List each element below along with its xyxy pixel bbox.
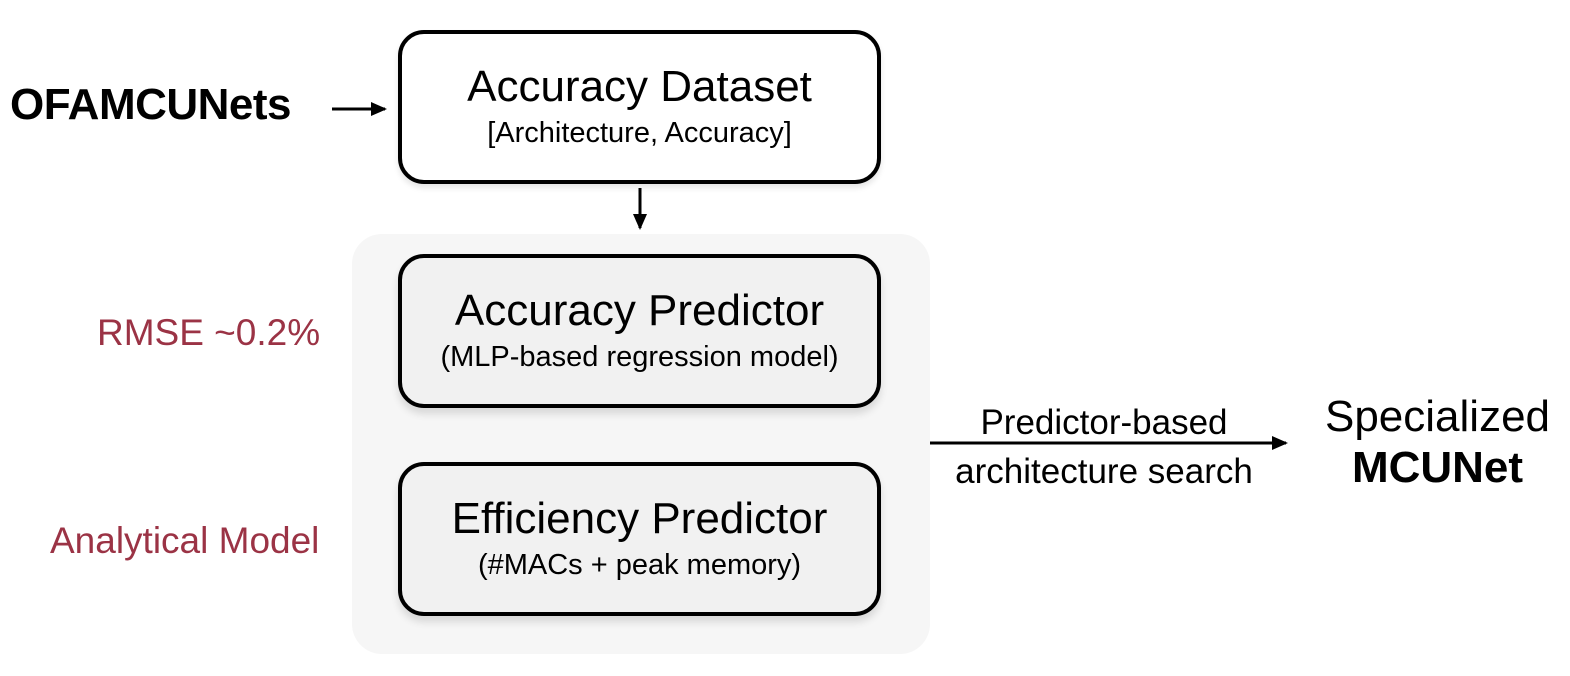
output-label-line1: Specialized: [1324, 392, 1551, 441]
accuracy-predictor-title: Accuracy Predictor: [454, 285, 825, 335]
output-label: Specialized MCUNet: [1310, 392, 1565, 493]
accuracy-predictor-annotation: RMSE ~0.2%: [97, 312, 321, 353]
search-label-line1: Predictor-based: [980, 403, 1228, 442]
accuracy-dataset-title: Accuracy Dataset: [467, 61, 812, 111]
efficiency-predictor-title: Efficiency Predictor: [451, 493, 828, 543]
output-label-line2: MCUNet: [1351, 442, 1524, 492]
accuracy-dataset-subtitle: [Architecture, Accuracy]: [487, 117, 792, 150]
efficiency-predictor-annotation: Analytical Model: [50, 520, 320, 561]
efficiency-predictor-box: Efficiency Predictor (#MACs + peak memor…: [398, 462, 881, 616]
efficiency-predictor-subtitle: (#MACs + peak memory): [477, 549, 802, 582]
search-label-line2: architecture search: [955, 452, 1253, 491]
accuracy-predictor-box: Accuracy Predictor (MLP-based regression…: [398, 254, 881, 408]
accuracy-predictor-subtitle: (MLP-based regression model): [440, 341, 839, 374]
input-label: OFAMCUNets: [10, 80, 292, 129]
accuracy-dataset-box: Accuracy Dataset [Architecture, Accuracy…: [398, 30, 881, 184]
search-label: Predictor-based architecture search: [928, 398, 1280, 496]
